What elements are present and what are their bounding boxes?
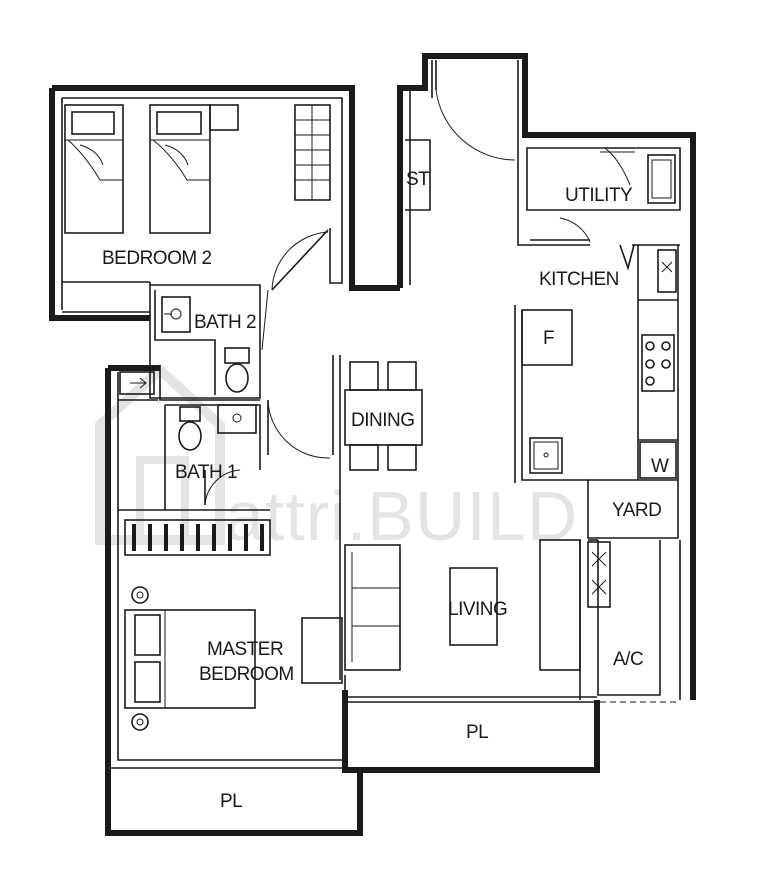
- master-furniture: [124, 519, 343, 731]
- label-living: LIVING: [448, 599, 507, 620]
- ac-ledge: [587, 541, 611, 608]
- label-dining: DINING: [351, 410, 415, 431]
- label-ac-ledge: A/C: [613, 649, 643, 670]
- label-master-line2: BEDROOM: [199, 664, 294, 685]
- label-bath-2: BATH 2: [194, 312, 256, 333]
- watermark-text: attri.BUILD: [225, 477, 578, 555]
- label-pl-living: PL: [466, 722, 488, 743]
- bedroom2-furniture: [64, 104, 331, 234]
- interior-walls: [61, 60, 681, 769]
- label-yard: YARD: [612, 500, 661, 521]
- living-furniture: [344, 539, 581, 671]
- bath1-fixtures: [119, 371, 257, 451]
- label-pl-master: PL: [220, 791, 242, 812]
- utility-fixtures: [600, 147, 676, 204]
- label-washer: W: [651, 456, 669, 477]
- label-master-line1: MASTER: [207, 639, 283, 660]
- label-utility: UTILITY: [565, 185, 633, 206]
- label-store: ST: [406, 169, 430, 190]
- doors: [204, 60, 635, 506]
- label-bath-1: BATH 1: [175, 462, 237, 483]
- bath2-fixtures: [161, 296, 250, 393]
- kitchen-fixtures: [521, 249, 677, 479]
- label-kitchen: KITCHEN: [539, 269, 619, 290]
- label-fridge: F: [543, 328, 554, 349]
- exterior-walls: [49, 53, 696, 836]
- dining-furniture: [344, 361, 423, 471]
- label-bedroom-2: BEDROOM 2: [102, 248, 212, 269]
